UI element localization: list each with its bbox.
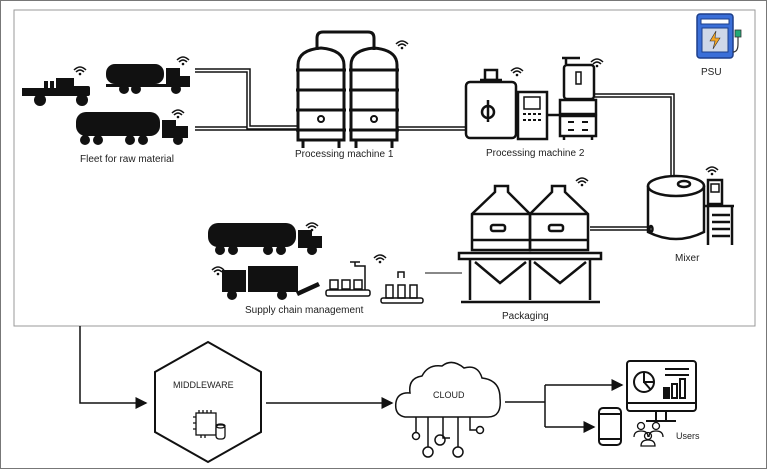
processing-machine-2-label: Processing machine 2 xyxy=(486,148,585,159)
processing-machine-1-label: Processing machine 1 xyxy=(295,149,394,160)
data-flow-lines xyxy=(79,326,624,433)
cloud-icon xyxy=(394,361,501,458)
mixer-icon xyxy=(646,174,734,245)
packaging-label: Packaging xyxy=(502,311,549,322)
robot-arm-icon xyxy=(325,261,371,297)
users-icon xyxy=(633,421,664,447)
pipe-lines xyxy=(195,68,675,274)
packaging-silos-icon xyxy=(457,184,603,304)
middleware-label: MIDDLEWARE xyxy=(173,380,234,390)
smartphone-icon xyxy=(598,407,622,446)
psu-icon xyxy=(696,13,742,59)
processing-machine-1-icon xyxy=(296,30,399,148)
middleware-hexagon xyxy=(154,340,262,464)
fleet-label: Fleet for raw material xyxy=(80,154,174,165)
bottling-conveyor-icon xyxy=(380,271,424,304)
cloud-label: CLOUD xyxy=(433,390,465,400)
psu-label: PSU xyxy=(701,67,722,78)
users-label: Users xyxy=(676,431,700,441)
supply-chain-vehicles-icon xyxy=(208,223,322,300)
dashboard-monitor-icon xyxy=(626,360,697,422)
factory-area-box xyxy=(13,9,756,327)
supply-chain-label: Supply chain management xyxy=(245,305,364,316)
mixer-label: Mixer xyxy=(675,253,700,264)
fleet-trucks-icon xyxy=(22,64,190,145)
chip-database-icon xyxy=(193,410,226,440)
processing-machine-2-icon xyxy=(464,56,598,141)
